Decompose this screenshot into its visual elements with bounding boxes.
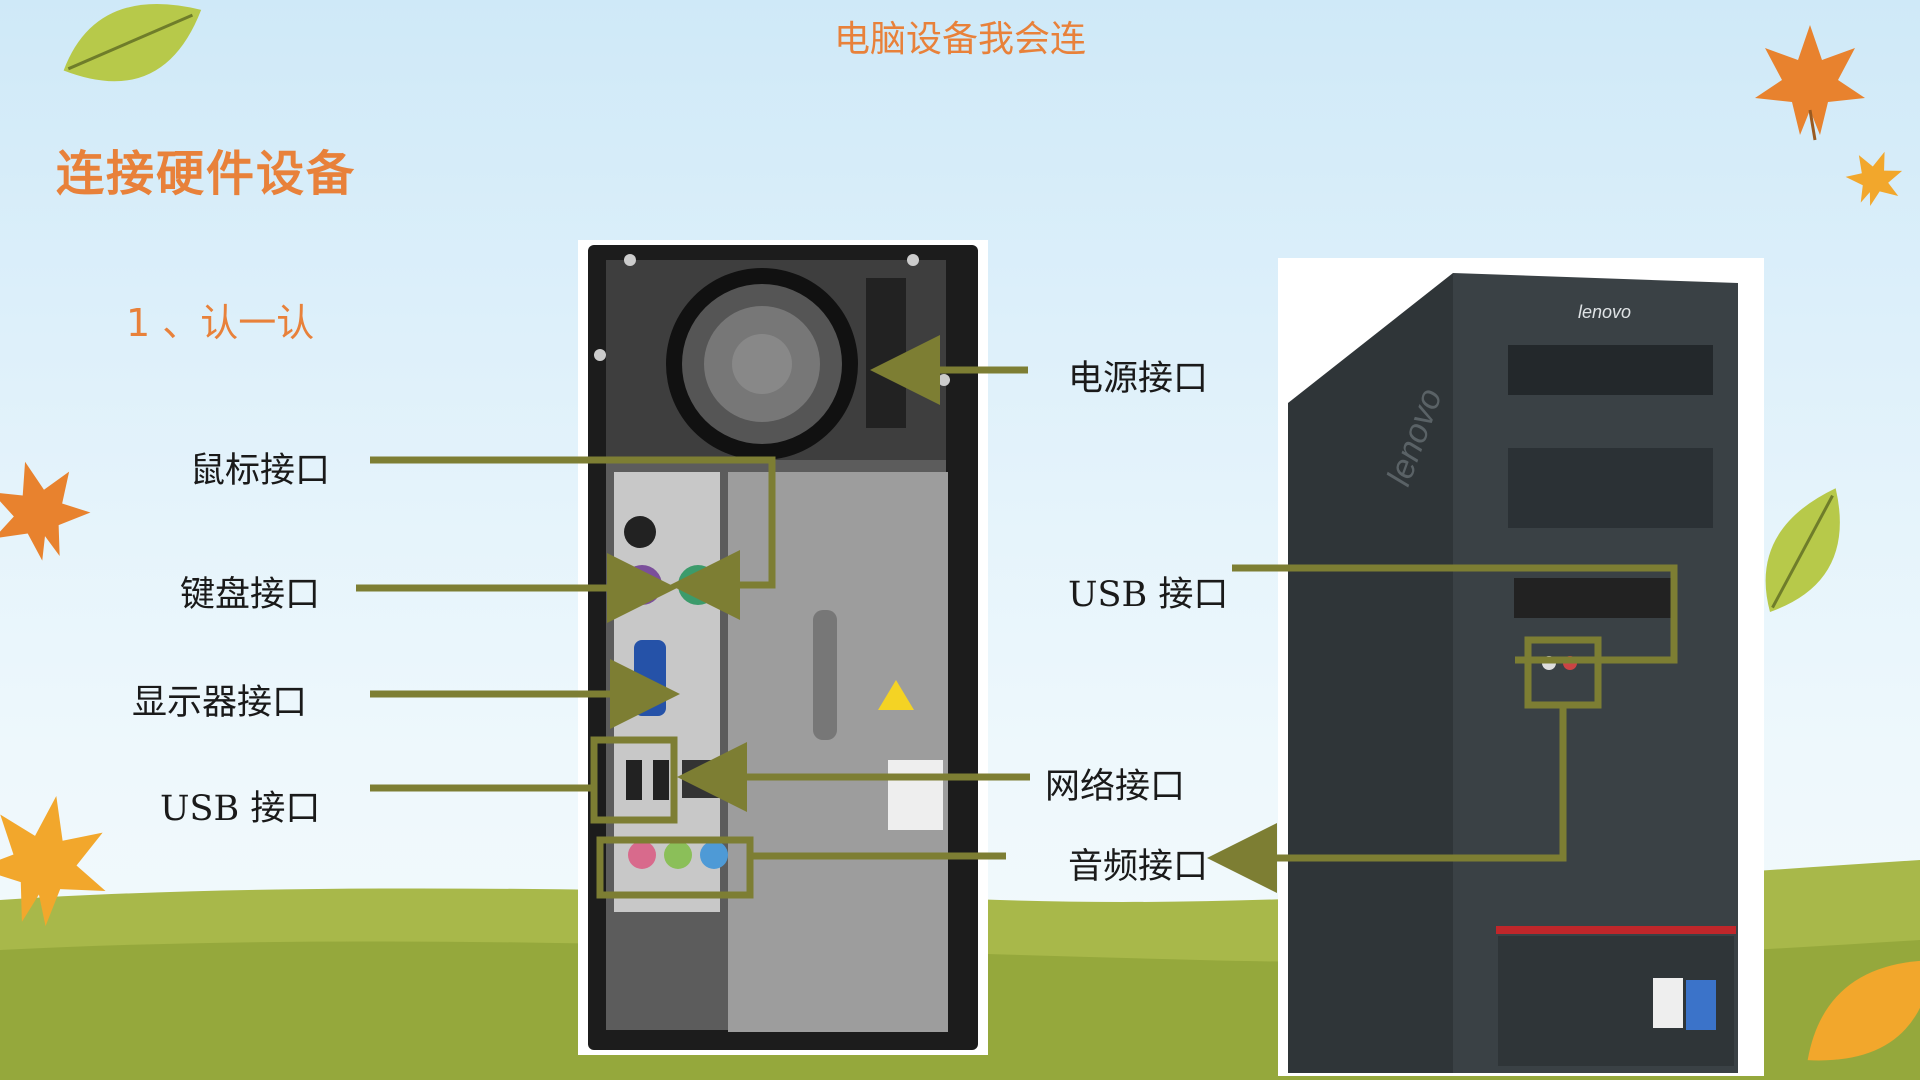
label-power-port: 电源接口 — [1068, 359, 1209, 399]
usb-left-highlight-box — [590, 736, 678, 824]
maple-leaf-icon-right-small — [1845, 151, 1903, 207]
label-audio-port: 音频接口 — [1068, 847, 1209, 887]
label-mouse-port: 鼠标接口 — [190, 451, 331, 491]
usb-right-connector-line — [1232, 564, 1678, 664]
section-title: 连接硬件设备 — [56, 146, 357, 202]
maple-leaf-icon-bottom-left — [0, 795, 106, 927]
audio-rear-highlight-box — [596, 836, 754, 899]
label-usb-port-front: USB 接口 — [1068, 575, 1229, 615]
slide-header: 电脑设备我会连 — [833, 19, 1086, 60]
brand-logo-top: lenovo — [1578, 302, 1631, 322]
fan-grille — [666, 268, 858, 460]
leaf-icon-right-green — [1765, 488, 1840, 612]
leaf-icon-top-left — [63, 3, 202, 82]
step-label: 1 、认一认 — [126, 301, 315, 345]
leaf-icon-bottom-right — [1807, 960, 1920, 1061]
label-network-port: 网络接口 — [1045, 767, 1186, 807]
audio-front-highlight-box — [1524, 636, 1602, 709]
audio-front-connector-line — [1207, 705, 1567, 893]
mouse-connector-line — [370, 456, 776, 620]
label-usb-port-rear: USB 接口 — [160, 789, 321, 829]
maple-leaf-icon-left — [0, 461, 91, 561]
label-keyboard-port: 键盘接口 — [180, 575, 321, 615]
label-display-port: 显示器接口 — [132, 683, 308, 723]
maple-leaf-icon-top-right — [1755, 25, 1865, 141]
